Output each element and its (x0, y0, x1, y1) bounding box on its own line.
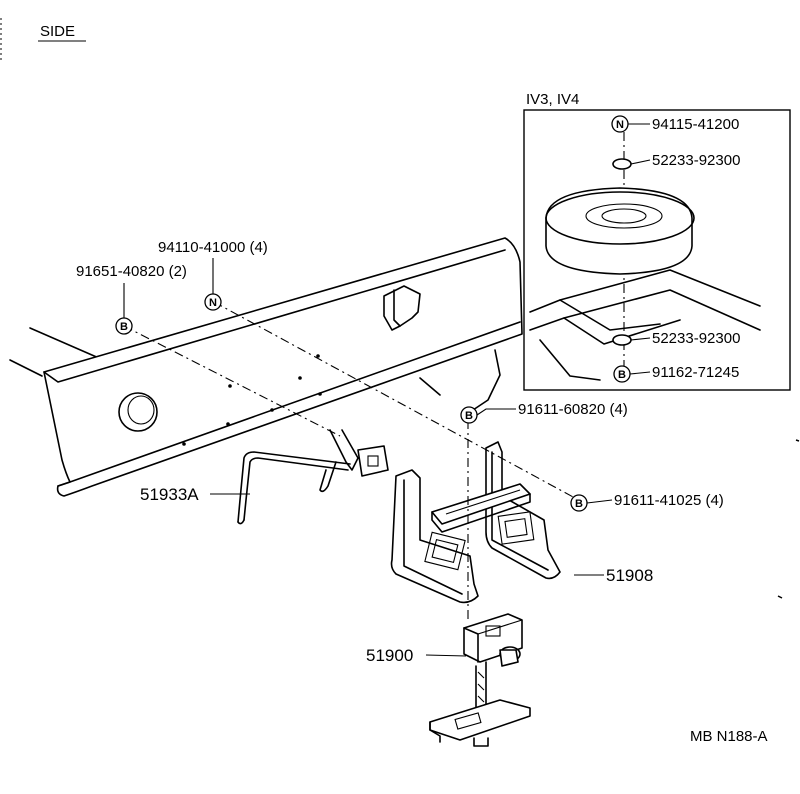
callout-91651-40820: 91651-40820 (2) (76, 263, 187, 280)
svg-text:B: B (120, 321, 128, 333)
hook-rod-51933a (237, 429, 389, 525)
bolt-symbol-91162: B (613, 365, 631, 383)
bolt-symbol-91651: B (115, 317, 133, 335)
carrier-bracket-51908 (390, 441, 561, 604)
callout-52233-92300-lower: 52233-92300 (652, 330, 740, 347)
part-label-51933a: 51933A (140, 485, 199, 504)
svg-text:N: N (616, 119, 624, 131)
winch-assembly-51900 (429, 613, 531, 747)
svg-text:B: B (465, 410, 473, 422)
callout-52233-92300-upper: 52233-92300 (652, 152, 740, 169)
bolt-symbol-91611-41025: B (570, 494, 588, 512)
nut-symbol-94115: N (611, 115, 629, 133)
frame-crossmember (9, 237, 523, 497)
figure-code: MB N188-A (690, 728, 768, 745)
inset-box (523, 109, 791, 391)
svg-text:B: B (618, 369, 626, 381)
nut-symbol-94110: N (204, 293, 222, 311)
leader-lines (123, 123, 651, 657)
part-label-51900: 51900 (366, 646, 413, 665)
callout-91162-71245: 91162-71245 (652, 364, 739, 381)
inset-title: IV3, IV4 (526, 91, 579, 108)
bolt-symbol-91611-60820: B (460, 406, 478, 424)
callout-94115-41200: 94115-41200 (652, 116, 739, 133)
inset-spare-tire (529, 158, 761, 381)
callout-94110-41000: 94110-41000 (4) (158, 239, 268, 256)
svg-text:N: N (209, 297, 217, 309)
side-view-label: SIDE (40, 23, 75, 40)
callout-91611-60820: 91611-60820 (4) (518, 401, 628, 418)
part-label-51908: 51908 (606, 566, 653, 585)
callout-91611-41025: 91611-41025 (4) (614, 492, 724, 509)
svg-text:B: B (575, 498, 583, 510)
